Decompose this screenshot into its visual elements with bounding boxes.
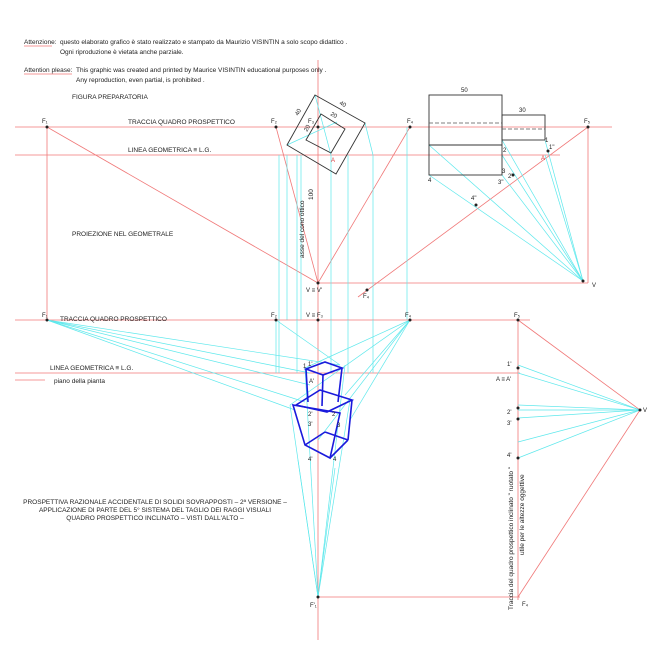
label-f4: F₄ xyxy=(407,119,414,125)
label-a: A xyxy=(331,158,335,164)
label-f-low: F₄ xyxy=(363,294,370,300)
top-linea-label: LINEA GEOMETRICA ≡ L.G. xyxy=(128,147,211,154)
pt-3s: 3" xyxy=(498,180,503,186)
bottom-visual-rays xyxy=(46,319,641,598)
pt-4: 4 xyxy=(428,178,432,184)
b-pt-2: 2 xyxy=(332,412,336,418)
b-pt-4: 4 xyxy=(333,457,337,463)
caption-line3: QUADRO PROSPETTICO INCLINATO – VISTI DAL… xyxy=(66,515,244,522)
b-pt-4s: 4' xyxy=(308,457,312,463)
r-pt-2: 2' xyxy=(507,410,511,416)
pt-1s: 1" xyxy=(549,145,554,151)
b-traccia-label: TRACCIA QUADRO PROSPETTICO xyxy=(60,316,167,323)
b-label-fprime: F'₁ xyxy=(310,603,317,609)
notice-it-label: Attenzione: xyxy=(24,39,57,46)
r-pt-3: 3' xyxy=(507,421,511,427)
notice-en-line2: Any reproduction, even partial, is prohi… xyxy=(76,77,205,84)
b-label-v: V xyxy=(643,408,647,414)
dim-40a: 40 xyxy=(295,108,304,117)
distance-label: 100 xyxy=(308,189,315,200)
proiezione-label: PROIEZIONE NEL GEOMETRALE xyxy=(72,231,174,238)
b-pt-2s: 2' xyxy=(308,412,312,418)
top-visual-rays xyxy=(278,94,584,320)
label-f2: F₂ xyxy=(271,119,278,125)
b-pt-1: 1 xyxy=(303,364,307,370)
plan-inner-square xyxy=(305,113,346,154)
b-label-f2: F₂ xyxy=(271,313,278,319)
notice-it-line2: Ogni riproduzione è vietata anche parzia… xyxy=(60,49,184,56)
b-pt-1s: 1' xyxy=(308,362,312,368)
r-pt-1: 1' xyxy=(507,362,511,368)
top-construction-lines xyxy=(15,60,612,640)
r-pt-4: 4' xyxy=(507,453,511,459)
b-label-f5: F₅ xyxy=(514,313,521,319)
b-label-a-eq: A ≡ A' xyxy=(496,377,511,383)
b-label-vf: V ≡ F₃ xyxy=(306,313,324,319)
label-f5: F₅ xyxy=(584,119,591,125)
notice-it-line1: questo elaborato grafico è stato realizz… xyxy=(60,39,347,46)
bottom-points xyxy=(45,318,642,599)
plan-outer-square xyxy=(286,94,366,175)
rotated-trace-label: Traccia del quadro prospettico inclinato… xyxy=(508,466,515,610)
notice-en-label: Attention please: xyxy=(24,67,73,74)
rotated-height-label: utile per le altezze oggettive xyxy=(519,474,526,555)
dim-20a: 20 xyxy=(304,124,313,133)
top-points xyxy=(45,125,590,292)
bottom-construction-lines xyxy=(15,319,641,600)
b-label-f1: F₁ xyxy=(42,313,48,319)
elevation-view xyxy=(428,94,546,176)
b-label-a-prime: A' xyxy=(309,379,314,385)
label-a-elev: A xyxy=(541,156,545,162)
b-label-fbottom: F₄ xyxy=(522,602,529,608)
dim-50: 50 xyxy=(461,88,468,94)
pt-1: 1 xyxy=(545,138,549,144)
label-f1: F₁ xyxy=(42,119,48,125)
label-f3: F₃ xyxy=(308,119,315,125)
caption-line2: APPLICAZIONE DI PARTE DEL 5° SISTEMA DEL… xyxy=(39,506,271,514)
figure-title: FIGURA PREPARATORIA xyxy=(72,94,149,101)
dim-40b: 40 xyxy=(338,101,347,110)
piano-label: piano della pianta xyxy=(54,378,105,385)
b-linea-label: LINEA GEOMETRICA ≡ L.G. xyxy=(50,365,133,372)
b-pt-3s: 3' xyxy=(308,422,312,428)
dim-20b: 20 xyxy=(329,112,338,121)
pt-4s: 4" xyxy=(471,196,476,202)
caption-line1: PROSPETTIVA RAZIONALE ACCIDENTALE DI SOL… xyxy=(23,499,287,506)
pt-2: 2 xyxy=(503,148,507,154)
pt-3: 3 xyxy=(502,169,506,175)
label-v-right: V xyxy=(592,283,596,289)
b-pt-3: 3 xyxy=(337,423,341,429)
blue-solids xyxy=(291,361,355,460)
dim-30: 30 xyxy=(519,108,526,114)
axis-label: asse del cono ottico xyxy=(299,200,306,258)
notice-en-line1: This graphic was created and printed by … xyxy=(76,67,327,74)
b-label-f4: F₄ xyxy=(405,313,412,319)
label-v: V ≡ V' xyxy=(306,288,322,294)
top-traccia-label: TRACCIA QUADRO PROSPETTICO xyxy=(128,119,235,126)
pt-2s: 2" xyxy=(508,174,513,180)
